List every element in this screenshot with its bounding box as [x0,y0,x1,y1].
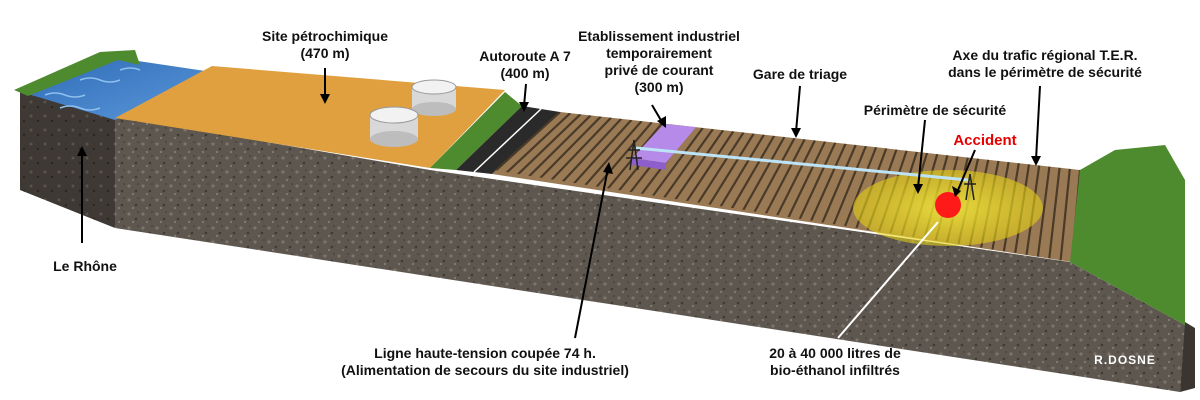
rail-sleeper [763,138,806,216]
soil-front-face [115,116,1185,392]
accident-marker-icon [935,192,961,218]
label-ter-axis: Axe du trafic régional T.E.R. dans le pé… [948,47,1142,80]
rail-sleeper [1048,167,1061,259]
storage-tank-icon [411,79,457,116]
rail-sleeper [491,112,561,175]
label-petrochemical-site: Site pétrochimique (470 m) [261,28,389,61]
industrial-building [632,124,696,163]
rail-sleeper [570,119,633,187]
rail-sleeper [695,131,745,206]
river-bank-grass [14,50,140,96]
rail-sleeper [741,136,786,213]
arrow-icon [657,116,666,128]
right-bank-grass [1070,145,1185,325]
rail-sleeper [832,145,867,227]
rail-sleeper [684,130,735,204]
rail-sleeper [650,127,704,199]
label-bioethanol: 20 à 40 000 litres de bio-éthanol infilt… [769,345,901,378]
arrow-icon [952,186,961,197]
rail-sleeper [718,134,765,210]
rail-sleeper [673,129,725,203]
author-signature: R.DOSNE [1094,353,1156,367]
rail-sleeper [729,135,776,211]
arrow-icon [603,162,613,174]
rail-sleeper [820,144,857,225]
rail-sleeper [536,115,602,182]
rail-sleeper [661,128,714,201]
arrow-icon [791,128,801,138]
rail-sleeper [525,114,592,180]
rail-sleeper [502,112,571,177]
road-marking [473,108,542,173]
rail-sleeper [786,141,827,220]
rail-sleeper [809,143,847,223]
arrow-icon [77,146,87,156]
arrow-icon [320,94,330,104]
arrow-icon [795,85,801,133]
soil-end-face [20,92,115,228]
rail-sleeper [775,139,816,218]
label-power-line: Ligne haute-tension coupée 74 h. (Alimen… [341,345,629,378]
river-ripples [44,67,141,111]
river-surface [28,58,212,120]
rail-sleeper [559,118,622,186]
arrow-icon [957,149,976,191]
storage-tank-icon [369,106,419,147]
rail-sleeper [843,146,878,228]
pointer-lines [77,68,1041,339]
arrow-icon [917,119,926,189]
rail-sleeper [513,113,582,179]
arrow-icon [519,102,529,112]
grass-strip [430,92,522,170]
label-motorway: Autoroute A 7 (400 m) [479,48,571,81]
rail-sleeper [593,121,653,191]
rail-sleeper [1036,166,1051,257]
arrow-icon [913,184,923,194]
rail-sleeper [548,116,612,184]
rail-sleeper [798,142,837,222]
high-voltage-line [635,146,969,182]
soil-right-face [1180,322,1195,392]
rail-sleeper [1059,168,1071,261]
arrow-icon [574,167,609,339]
arrow-icon [1031,156,1041,166]
label-safety-perimeter: Périmètre de sécurité [863,102,1007,118]
label-accident: Accident [953,132,1017,149]
rail-sleeper [582,120,643,189]
arrow-icon [1035,85,1041,161]
pylon-icon [964,173,976,201]
rail-sleeper [752,137,796,215]
pylon-icon [626,139,642,171]
label-rail-yard: Gare de triage [752,66,848,82]
industrial-building-side [632,158,666,170]
label-industrial-establishment: Etablissement industriel temporairement … [578,28,740,95]
rail-sleeper [707,133,755,208]
arrow-icon [837,221,939,339]
label-rhone: Le Rhône [53,258,117,274]
